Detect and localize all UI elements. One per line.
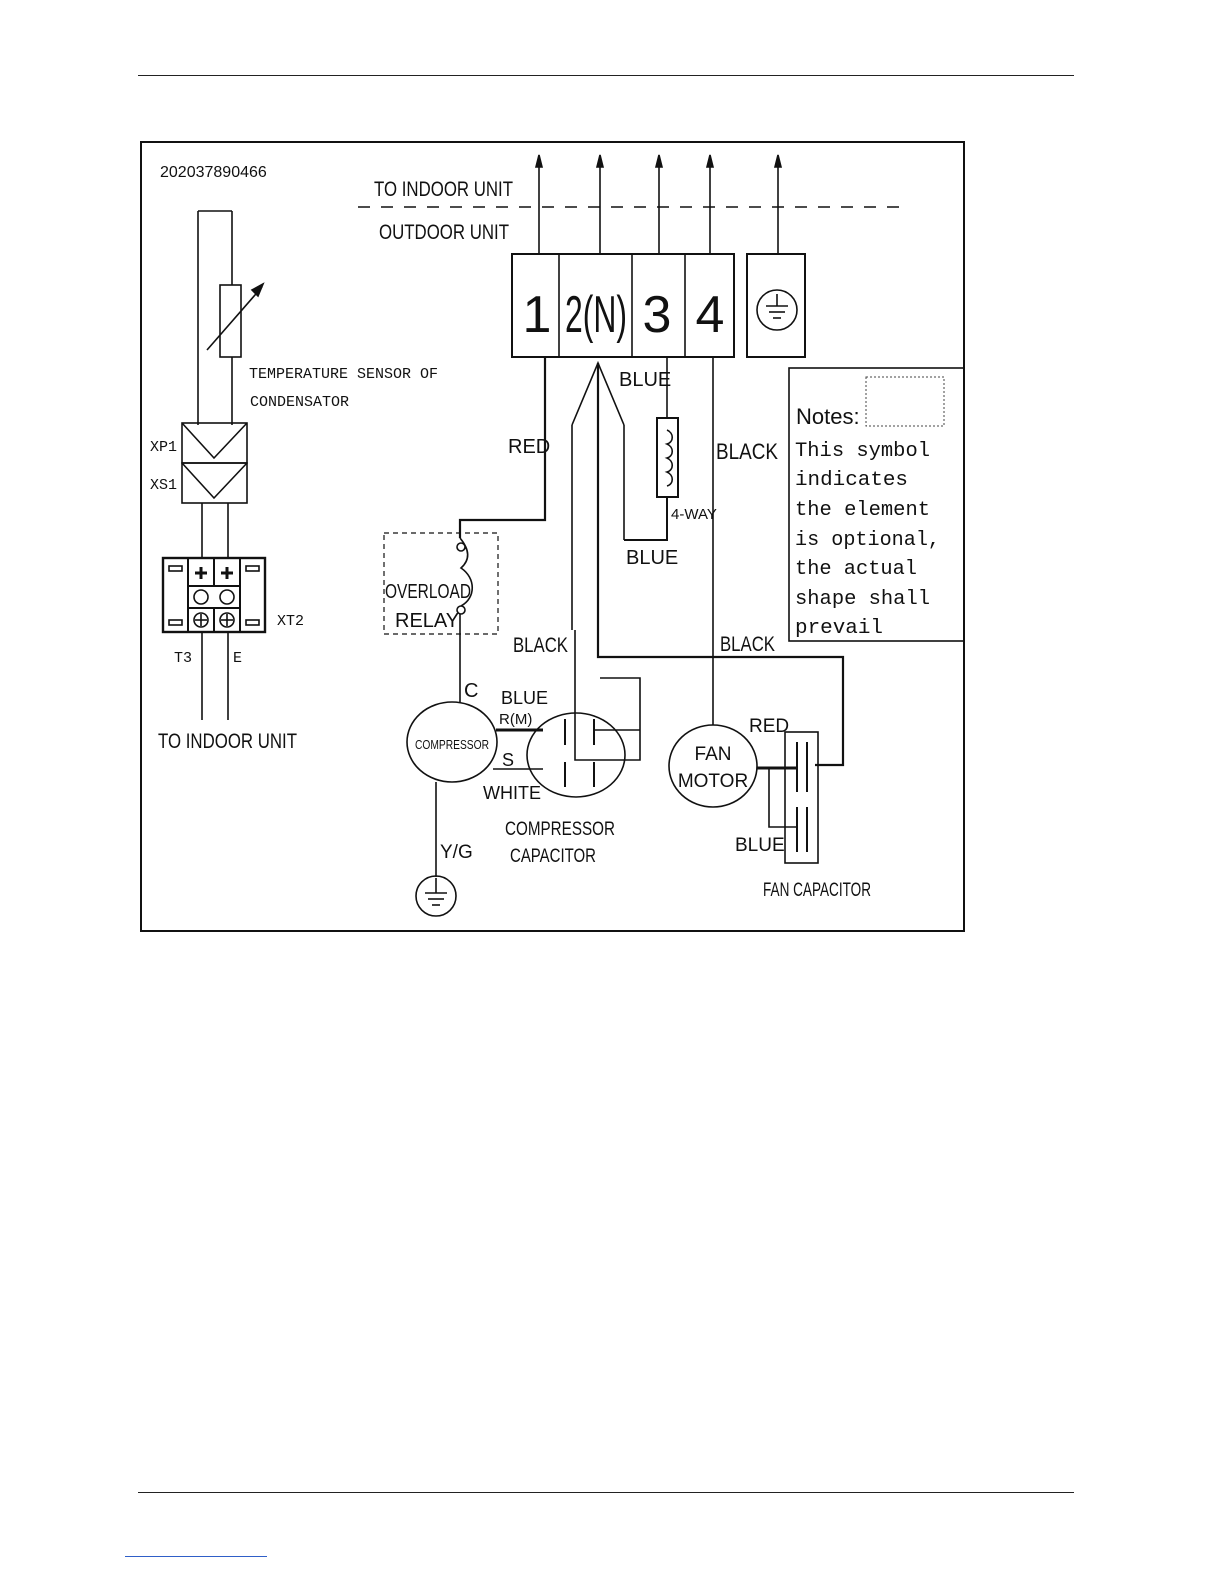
ground-terminal: [746, 253, 806, 358]
notes-line: the actual: [795, 558, 917, 581]
fan-motor-icon: [668, 724, 758, 808]
notes-line: prevail: [795, 617, 883, 640]
ground-icon: [415, 875, 457, 917]
terminal-label-1: 1: [523, 286, 552, 344]
footer-rule: [138, 1492, 1074, 1493]
overload-relay-box: [383, 532, 499, 635]
label-outdoor-unit: OUTDOOR UNIT: [379, 221, 509, 244]
sensor-label-line2: CONDENSATOR: [250, 394, 349, 411]
overload-label-line2: RELAY: [395, 610, 459, 632]
terminal-label-3: 3: [643, 286, 672, 344]
label-fan-capacitor: FAN CAPACITOR: [763, 880, 871, 901]
label-e: E: [233, 650, 242, 667]
sensor-label-line1: TEMPERATURE SENSOR OF: [249, 366, 438, 383]
notes-line: the element: [795, 499, 930, 522]
label-fan-red: RED: [749, 716, 789, 737]
compressor-icon: [406, 701, 498, 783]
header-rule: [138, 75, 1074, 76]
diagram-code: 202037890466: [160, 164, 267, 181]
plus-icon: [195, 567, 233, 579]
notes-line: This symbol: [795, 440, 930, 463]
comp-cap-label-line2: CAPACITOR: [510, 846, 596, 867]
notes-line: is optional,: [795, 529, 940, 552]
label-to-indoor-unit-bottom: TO INDOOR UNIT: [158, 730, 297, 753]
label-comp-blue: BLUE: [501, 688, 548, 708]
overload-relay-icon: [459, 537, 474, 607]
label-compressor: COMPRESSOR: [415, 737, 489, 752]
fan-label-line2: MOTOR: [678, 771, 748, 792]
arrow-up-icon: [534, 154, 783, 254]
terminal-label-2n: 2(N): [565, 286, 627, 344]
label-yg: Y/G: [440, 842, 473, 863]
label-t3: T3: [174, 650, 192, 667]
ground-icon: [756, 289, 798, 331]
label-white: WHITE: [483, 783, 541, 803]
label-s: S: [502, 750, 514, 770]
terminal-xt2: [161, 556, 267, 634]
notes-box: [788, 367, 965, 642]
label-xs1: XS1: [150, 477, 177, 494]
optional-symbol-icon: [865, 376, 945, 427]
notes-line: shape shall: [795, 588, 930, 611]
compressor-capacitor-icon: [526, 712, 626, 798]
label-xt2: XT2: [277, 613, 304, 630]
notes-line: indicates: [795, 469, 908, 492]
wire-label-blue-3: BLUE: [619, 369, 671, 391]
terminal-label-4: 4: [696, 286, 725, 344]
wire-label-black-right: BLACK: [720, 633, 775, 656]
notes-title: Notes:: [796, 404, 860, 429]
thermistor-icon: [219, 284, 242, 358]
label-4-way: 4-WAY: [671, 506, 717, 523]
overload-label-line1: OVERLOAD: [385, 581, 471, 603]
label-c: C: [464, 680, 478, 702]
wire-label-red: RED: [508, 436, 550, 458]
wire-label-black-mid: BLACK: [513, 634, 568, 657]
footer-link-underline: [125, 1556, 267, 1557]
label-to-indoor-unit-top: TO INDOOR UNIT: [374, 178, 513, 201]
fan-capacitor-icon: [784, 731, 819, 864]
connector-xs1: [181, 462, 248, 504]
comp-cap-label-line1: COMPRESSOR: [505, 819, 615, 840]
terminal-block: [511, 253, 735, 358]
wire-label-black-4: BLACK: [716, 439, 778, 464]
label-rm: R(M): [499, 711, 532, 728]
label-xp1: XP1: [150, 439, 177, 456]
fan-label-line1: FAN: [695, 744, 732, 765]
label-fan-blue: BLUE: [735, 835, 785, 856]
wire-label-blue-valve: BLUE: [626, 547, 678, 569]
